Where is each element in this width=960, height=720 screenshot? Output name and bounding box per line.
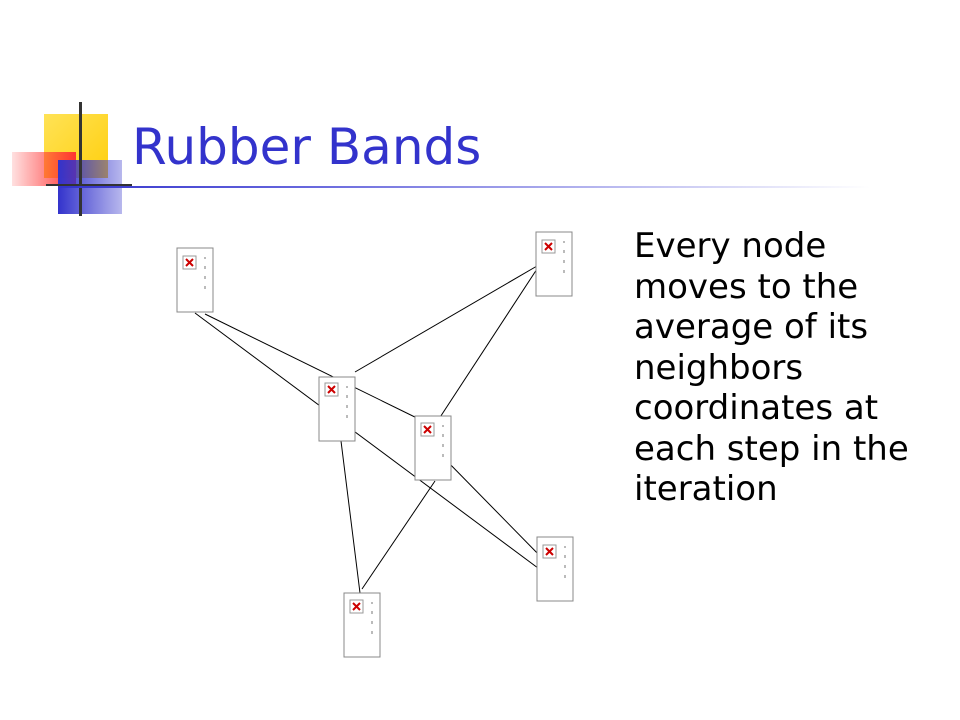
- decor-horizontal-line: [46, 184, 132, 186]
- graph-node: [343, 592, 381, 658]
- graph-edges: [194, 265, 547, 594]
- graph-node: [318, 376, 356, 442]
- graph-edge: [432, 268, 538, 429]
- graph-nodes: [176, 231, 574, 658]
- slide-body-text: Every node moves to the average of its n…: [634, 226, 909, 509]
- slide-title: Rubber Bands: [132, 118, 482, 176]
- graph-node: [536, 536, 574, 602]
- graph-edge: [441, 455, 546, 562]
- graph-node: [176, 247, 214, 313]
- graph-edge: [194, 312, 547, 575]
- title-underline: [60, 186, 870, 188]
- graph-edge: [354, 265, 538, 373]
- graph-edge: [340, 440, 361, 594]
- graph-edge: [204, 313, 424, 422]
- graph-node: [535, 231, 573, 297]
- graph-node: [414, 415, 452, 481]
- graph-edge: [361, 480, 436, 590]
- decor-vertical-line: [79, 102, 82, 216]
